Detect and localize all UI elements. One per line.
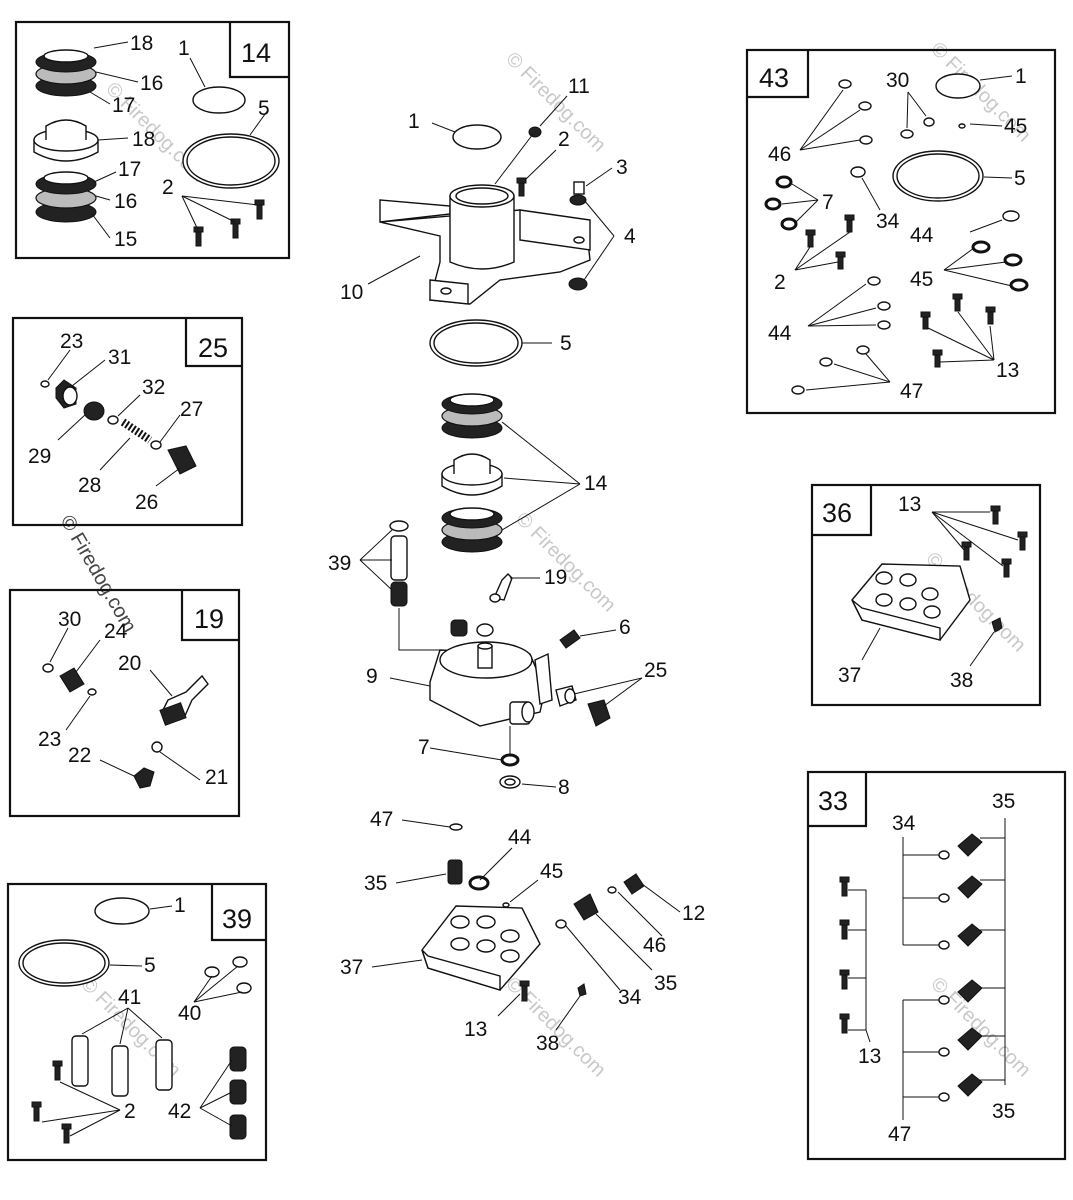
watermark-text: © Firedog.com	[511, 508, 620, 617]
callout-35: 35	[992, 790, 1015, 813]
callout-13: 13	[464, 1018, 487, 1041]
kit-25-number: 25	[198, 333, 228, 363]
kit-39-panel: 39 1 5 41 40 2 42	[6, 882, 268, 1162]
callout-35: 35	[654, 972, 677, 995]
kit-14-number: 14	[241, 38, 271, 68]
callout-44: 44	[508, 826, 532, 849]
kit-25-panel: 25 23 31 32 27 29 28 26	[11, 316, 244, 527]
callout-8: 8	[558, 776, 570, 799]
callout-34: 44	[768, 322, 792, 345]
callout-6: 6	[619, 616, 631, 639]
callout-17: 17	[112, 94, 135, 117]
callout-34: 34	[892, 812, 916, 835]
callout-46: 46	[643, 934, 666, 957]
callout-2: 2	[558, 128, 570, 151]
callout-32: 32	[142, 376, 165, 399]
callout-4: 4	[624, 225, 636, 248]
watermark-text: © Firedog.com	[501, 48, 610, 157]
callout-15: 15	[114, 228, 137, 251]
callout-20: 20	[118, 652, 141, 675]
callout-1: 1	[174, 894, 186, 917]
callout-27: 34	[876, 210, 900, 233]
callout-5: 5	[1014, 167, 1026, 190]
callout-12: 12	[682, 902, 705, 925]
callout-1: 1	[408, 110, 420, 133]
callout-40: 40	[178, 1002, 201, 1025]
callout-9: 9	[366, 665, 378, 688]
kit-36-panel: 36 13 37 38	[810, 483, 1042, 707]
callout-1: 1	[1015, 65, 1027, 88]
callout-17: 17	[118, 158, 141, 181]
callout-23: 23	[60, 330, 83, 353]
callout-30: 44	[910, 224, 934, 247]
callout-44: 45	[910, 268, 933, 291]
callout-23: 23	[38, 728, 61, 751]
callout-27: 27	[180, 398, 203, 421]
callout-26: 26	[135, 491, 158, 514]
callout-30: 30	[58, 608, 81, 631]
callout-29: 29	[28, 445, 51, 468]
callout-24: 24	[104, 620, 128, 643]
kit-19-panel: 19 30 24 20 23 22 21	[8, 588, 241, 818]
callout-46: 46	[768, 143, 791, 166]
callout-5: 5	[258, 97, 270, 120]
kit-19-number: 19	[194, 604, 224, 634]
callout-45: 45	[1004, 115, 1027, 138]
kit-33-panel: 33 35 34 13 35 47	[806, 770, 1067, 1161]
callout-2: 2	[162, 176, 174, 199]
main-pump-assembly: 1 11 2 3 4 10 5 14 39 19 6 9 25 7 8 47 4…	[328, 75, 705, 1055]
callout-16: 16	[114, 190, 137, 213]
callout-13: 13	[996, 359, 1019, 382]
callout-37: 37	[340, 956, 363, 979]
callout-13: 13	[898, 493, 921, 516]
callout-5: 5	[144, 954, 156, 977]
callout-45: 45	[540, 860, 563, 883]
callout-2: 2	[124, 1100, 136, 1123]
callout-47: 47	[888, 1123, 911, 1146]
kit-36-number: 36	[822, 498, 852, 528]
callout-2: 2	[774, 271, 786, 294]
callout-31: 31	[108, 346, 131, 369]
callout-18: 18	[132, 128, 155, 151]
watermarks: © Firedog.com © Firedog.com © Firedog.co…	[56, 38, 1035, 1082]
callout-23: 30	[886, 69, 909, 92]
callout-42: 42	[168, 1100, 191, 1123]
callout-35: 35	[992, 1100, 1015, 1123]
callout-38: 38	[950, 669, 973, 692]
callout-17: 18	[130, 32, 153, 55]
callout-13: 13	[858, 1045, 881, 1068]
callout-5: 5	[560, 332, 572, 355]
callout-39: 39	[328, 552, 351, 575]
callout-3: 3	[616, 156, 628, 179]
kit-39-number: 39	[222, 904, 252, 934]
callout-41: 41	[118, 986, 141, 1009]
callout-19: 19	[544, 566, 567, 589]
kit-14-panel: 14 18 16 17 18	[14, 20, 291, 260]
kit-33-number: 33	[818, 786, 848, 816]
callout-16: 16	[140, 72, 163, 95]
callout-38: 38	[536, 1032, 559, 1055]
watermark-text: © Firedog.com	[501, 973, 610, 1082]
callout-14: 14	[584, 472, 608, 495]
callout-47: 47	[900, 380, 923, 403]
callout-11: 11	[568, 75, 590, 98]
kit-43-panel: 43	[745, 48, 1057, 415]
callout-25: 25	[644, 659, 667, 682]
callout-22: 22	[68, 744, 91, 767]
callout-7: 7	[822, 191, 834, 214]
callout-1: 1	[178, 37, 190, 60]
callout-28: 28	[78, 474, 101, 497]
callout-10: 10	[340, 281, 363, 304]
kit-43-number: 43	[759, 63, 789, 93]
callout-7: 7	[418, 736, 430, 759]
callout-47: 47	[370, 808, 393, 831]
callout-34: 34	[618, 986, 642, 1009]
callout-35: 35	[364, 872, 387, 895]
callout-37: 37	[838, 664, 861, 687]
callout-21: 21	[205, 766, 228, 789]
